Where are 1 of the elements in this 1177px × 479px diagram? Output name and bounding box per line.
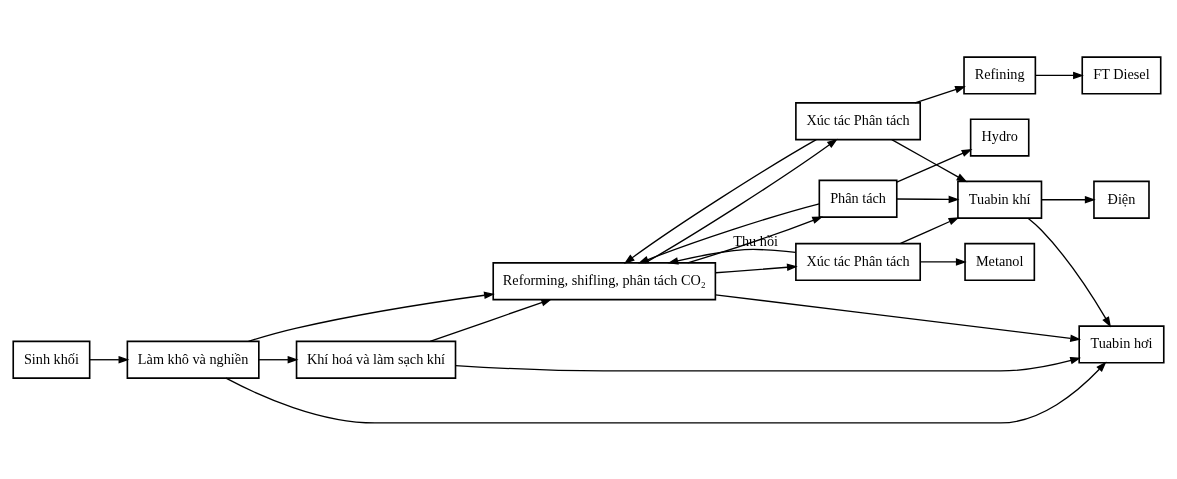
edge-label: Thu hồi [733,232,778,249]
